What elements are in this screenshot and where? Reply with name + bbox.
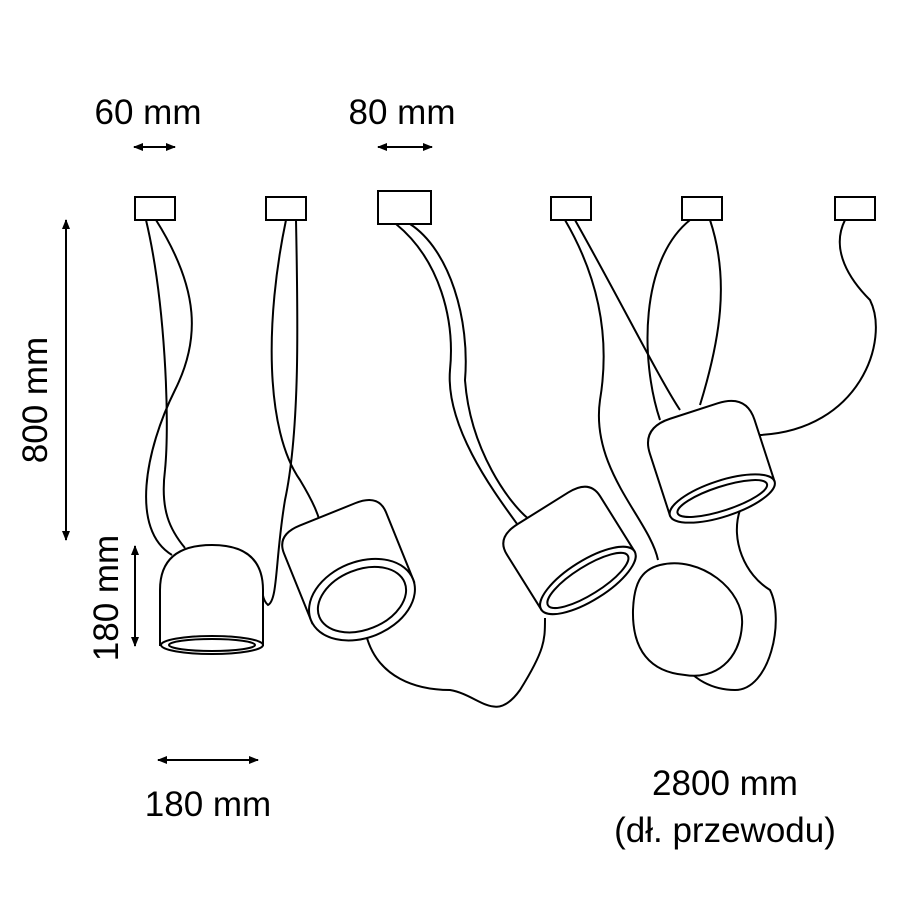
- cable-length-label: 2800 mm: [652, 764, 798, 803]
- canopy-width-large-label: 80 mm: [349, 93, 456, 132]
- shade-diameter-label: 180 mm: [145, 785, 271, 824]
- cable-length-note: (dł. przewodu): [614, 811, 836, 850]
- canopies: [134, 190, 876, 225]
- lamp-tilted-1: [281, 499, 416, 642]
- canopy-width-label: 60 mm: [95, 93, 202, 132]
- lamp-tilted-3: [647, 399, 776, 524]
- dimension-arrows: [62, 143, 433, 764]
- lamp-upright: [159, 543, 264, 655]
- shade-height-label: 180 mm: [87, 535, 126, 661]
- lamp-tilted-2: [502, 485, 637, 616]
- cables: [145, 219, 877, 708]
- lamp-back-view: [631, 562, 744, 677]
- drop-height-label: 800 mm: [16, 337, 55, 463]
